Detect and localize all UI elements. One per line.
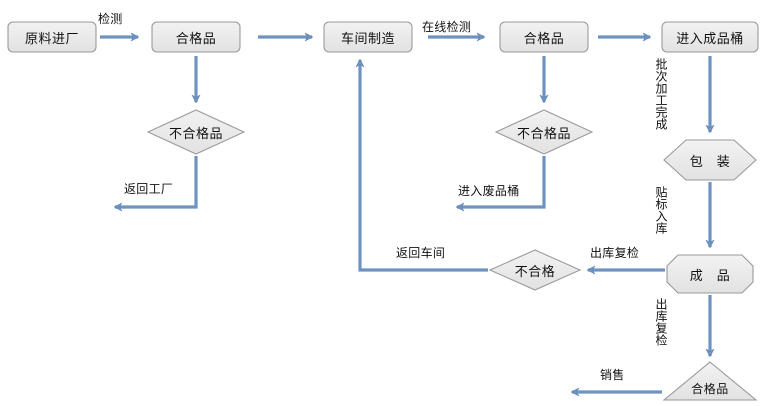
edge-label-inspection: 检测 bbox=[98, 12, 123, 26]
edge-unqualified3-to-workshop bbox=[360, 60, 488, 272]
edge-label-batch-complete: 批次加工完成 bbox=[654, 58, 668, 130]
edge-label-return-to-factory: 返回工厂 bbox=[124, 182, 174, 196]
node-qualified-1[interactable] bbox=[151, 21, 241, 53]
edge-label-outbound-recheck-1: 出库复检 bbox=[590, 246, 640, 260]
edge-unqualified1-to-return-factory bbox=[115, 156, 198, 207]
node-unqualified-1[interactable] bbox=[146, 109, 246, 155]
edge-label-label-and-store: 贴标入库 bbox=[654, 186, 668, 234]
node-packaging[interactable] bbox=[663, 139, 757, 181]
node-finished-product[interactable] bbox=[666, 254, 754, 294]
node-raw-material-arrival[interactable] bbox=[7, 21, 97, 53]
edge-paths bbox=[100, 37, 710, 392]
node-qualified-2[interactable] bbox=[499, 21, 589, 53]
node-shapes bbox=[7, 21, 759, 401]
edge-unqualified2-to-waste-bin bbox=[457, 156, 546, 207]
edge-label-sales: 销售 bbox=[600, 368, 625, 382]
edge-label-online-inspection: 在线检测 bbox=[422, 20, 472, 34]
node-unqualified-3[interactable] bbox=[488, 249, 582, 291]
edge-label-outbound-recheck-2: 出库复检 bbox=[654, 298, 668, 346]
edge-label-return-to-workshop: 返回车间 bbox=[396, 246, 446, 260]
node-qualified-final[interactable] bbox=[662, 361, 758, 401]
node-unqualified-2[interactable] bbox=[494, 109, 594, 155]
edge-label-to-waste-bin: 进入废品桶 bbox=[458, 184, 520, 198]
node-workshop-manufacture[interactable] bbox=[323, 21, 413, 53]
node-finished-bucket[interactable] bbox=[661, 21, 759, 53]
